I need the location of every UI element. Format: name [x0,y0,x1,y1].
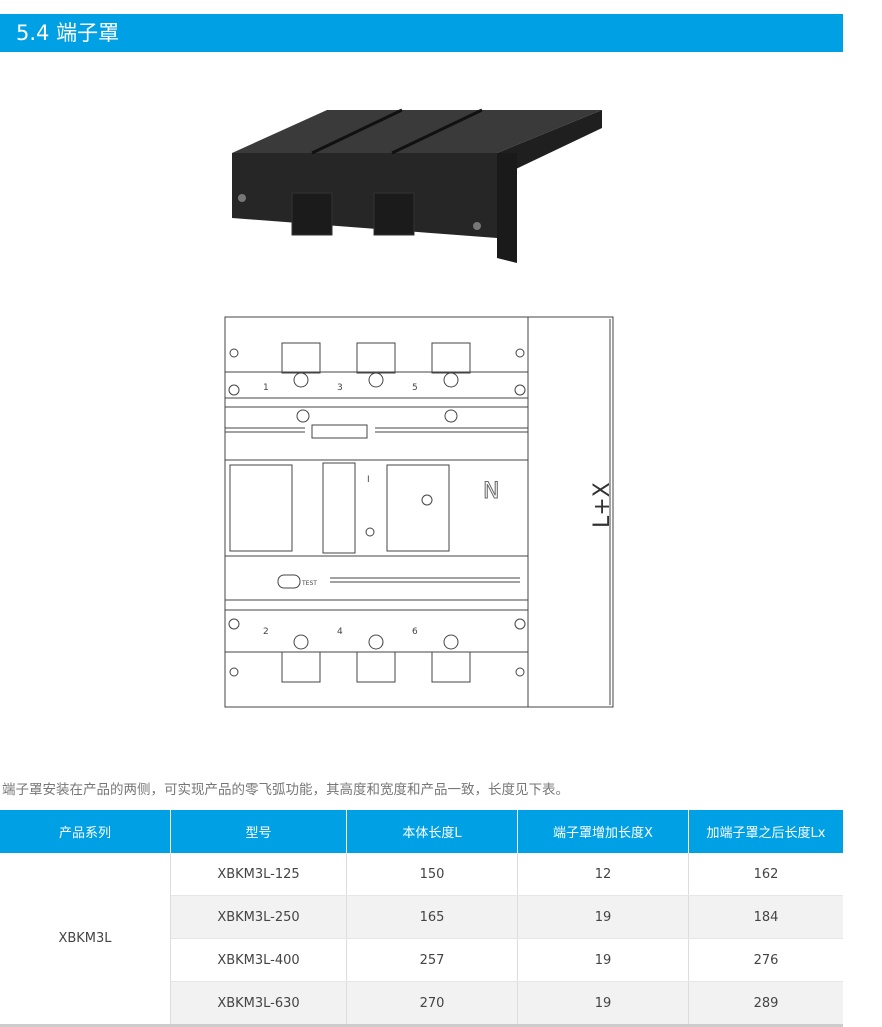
terminal-cover-photo [232,108,602,263]
col-header: 加端子罩之后长度Lx [688,810,843,853]
section-header: 5.4 端子罩 [0,14,843,52]
table-row: XBKM3L-250 165 19 184 [0,895,843,939]
terminal-label: 3 [337,383,343,393]
length-cell: 270 [346,981,518,1026]
breaker-schematic: 1 3 5 2 4 6 N I TEST L+X [224,316,615,708]
spec-table: 产品系列 型号 本体长度L 端子罩增加长度X 加端子罩之后长度Lx XBKM3L… [0,810,843,1027]
dimension-label: L+X [590,482,615,528]
table-row: XBKM3L XBKM3L-125 150 12 162 [0,853,843,1026]
length-cell: 150 [346,853,518,896]
total-length-cell: 184 [688,895,843,939]
terminal-label: 1 [263,383,269,393]
col-header: 型号 [170,810,347,853]
table-row: XBKM3L-400 257 19 276 [0,938,843,982]
total-length-cell: 276 [688,938,843,982]
total-length-cell: 289 [688,981,843,1026]
on-mark: I [367,475,370,485]
model-cell: XBKM3L-630 [170,981,347,1026]
series-cell: XBKM3L [0,853,171,1026]
length-cell: 165 [346,895,518,939]
col-header: 产品系列 [0,810,171,853]
neutral-label: N [483,479,499,504]
col-header: 本体长度L [346,810,518,853]
section-title: 5.4 端子罩 [16,21,120,45]
length-cell: 257 [346,938,518,982]
model-cell: XBKM3L-250 [170,895,347,939]
terminal-label: 5 [412,383,418,393]
description: 端子罩安装在产品的两侧，可实现产品的零飞弧功能，其高度和宽度和产品一致，长度见下… [2,782,569,798]
terminal-label: 6 [412,627,418,637]
terminal-label: 4 [337,627,343,637]
col-header: 端子罩增加长度X [517,810,689,853]
added-length-cell: 19 [517,981,689,1026]
model-cell: XBKM3L-400 [170,938,347,982]
terminal-label: 2 [263,627,269,637]
added-length-cell: 12 [517,853,689,896]
added-length-cell: 19 [517,895,689,939]
model-cell: XBKM3L-125 [170,853,347,896]
test-label: TEST [301,580,317,587]
added-length-cell: 19 [517,938,689,982]
total-length-cell: 162 [688,853,843,896]
